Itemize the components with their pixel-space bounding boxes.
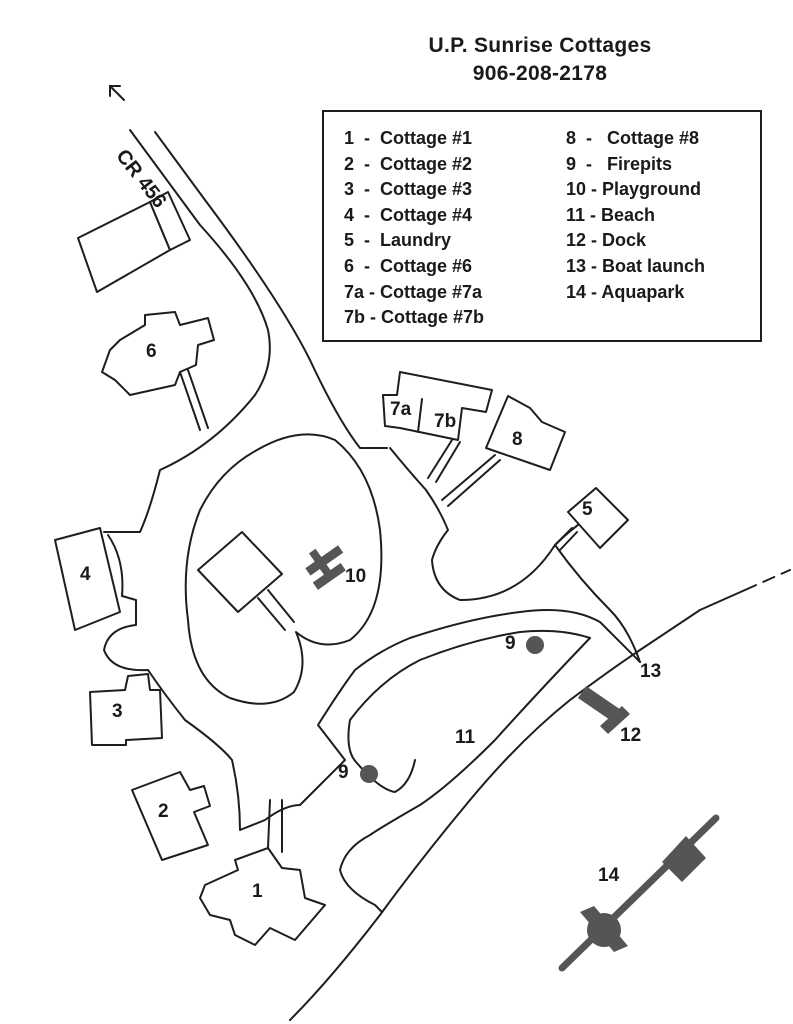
aquapark-label: 14 [598,865,620,886]
cottage-8-label: 8 [512,429,523,450]
road-east-to-launch [554,544,641,663]
beach-label: 11 [455,727,476,748]
laundry-label: 5 [582,499,593,520]
playground-loop [184,433,383,705]
cottage-2-label: 2 [158,801,169,822]
cottage-1-building [199,847,326,946]
legend-column-right: 8 - Cottage #8 9 - Firepits 10 - Playgro… [566,126,705,305]
legend-column-left: 1 - Cottage #1 2 - Cottage #2 3 - Cottag… [344,126,484,331]
cottage-3-label: 3 [112,701,123,722]
legend-item: 14 - Aquapark [566,281,685,302]
legend-item: 13 - Boat launch [566,255,706,276]
phone-number: 906-208-2178 [472,62,608,85]
legend-item: 7a - Cottage #7a [344,281,483,302]
beach-top-edge [347,629,591,793]
legend-item: 5 - Laundry [344,230,452,251]
dock-icon [578,686,630,734]
playground-path [257,589,295,631]
firepit-b-icon [360,765,378,783]
legend-item: 1 - Cottage #1 [344,128,473,148]
cottage-6-path [179,369,209,431]
aquapark-icon [558,814,720,972]
road-outer-west [103,534,641,831]
cottage-8-path [441,454,501,507]
firepit-a-icon [526,636,544,654]
parking-building-annex [149,191,191,251]
legend: 1 - Cottage #1 2 - Cottage #2 3 - Cottag… [322,110,762,342]
road-left-edge [103,129,271,533]
cottage-2-building [131,771,211,861]
laundry-building [567,487,629,549]
cottage-3-building [89,673,163,746]
legend-item: 6 - Cottage #6 [344,255,473,276]
firepit-a-label: 9 [505,633,516,654]
legend-item: 9 - Firepits [566,153,673,174]
cottage-1-label: 1 [252,881,263,902]
shoreline-dashed [744,569,791,591]
beach-edge [339,637,591,913]
playground-equipment-icon [305,545,346,590]
cottage-7b-label: 7b [434,411,457,432]
playground-structure [197,531,283,613]
legend-item: 7b - Cottage #7b [344,307,485,328]
cottage-7a-label: 7a [390,399,412,420]
playground-label: 10 [345,566,367,587]
cottage-1-path [267,799,283,853]
cottage-7-path [427,439,461,483]
cottage-7-divider [417,398,423,433]
cottage-4-label: 4 [80,564,91,585]
cottage-8-building [485,395,566,471]
firepit-b-label: 9 [338,762,349,783]
laundry-path [554,527,578,551]
legend-item: 8 - Cottage #8 [566,128,700,148]
cottage-7-building [382,371,493,441]
map-title: U.P. Sunrise Cottages [428,34,652,57]
legend-item: 12 - Dock [566,230,647,251]
cottage-6-label: 6 [146,341,157,362]
dock-label: 12 [620,725,642,746]
cottage-6-building [101,311,215,396]
legend-item: 2 - Cottage #2 [344,153,473,174]
legend-item: 10 - Playground [566,179,702,200]
cottage-4-building [54,527,121,631]
legend-item: 11 - Beach [566,204,656,225]
legend-item: 4 - Cottage #4 [344,204,473,225]
road-right-edge [154,131,388,449]
shoreline [289,589,746,1021]
legend-item: 3 - Cottage #3 [344,179,473,200]
north-arrow-icon [109,85,125,101]
boat-launch-label: 13 [640,661,662,682]
